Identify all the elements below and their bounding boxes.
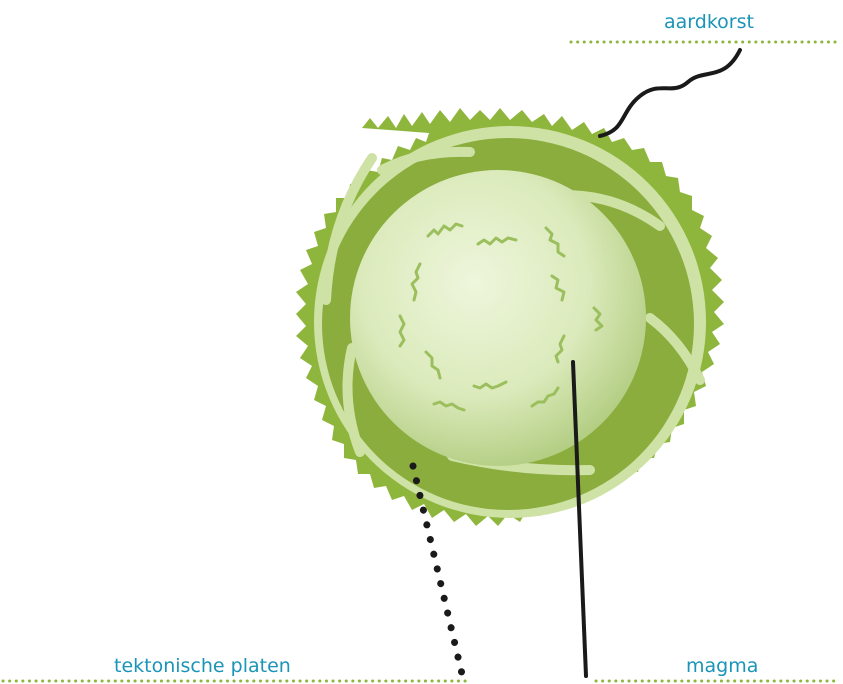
tectonic-plates-label: tektonische platen <box>114 655 291 677</box>
magma-core <box>350 170 646 466</box>
earth-icon <box>296 108 724 526</box>
crust-pointer-line <box>600 50 740 136</box>
magma-label: magma <box>686 655 758 677</box>
crust-label: aardkorst <box>664 11 754 33</box>
